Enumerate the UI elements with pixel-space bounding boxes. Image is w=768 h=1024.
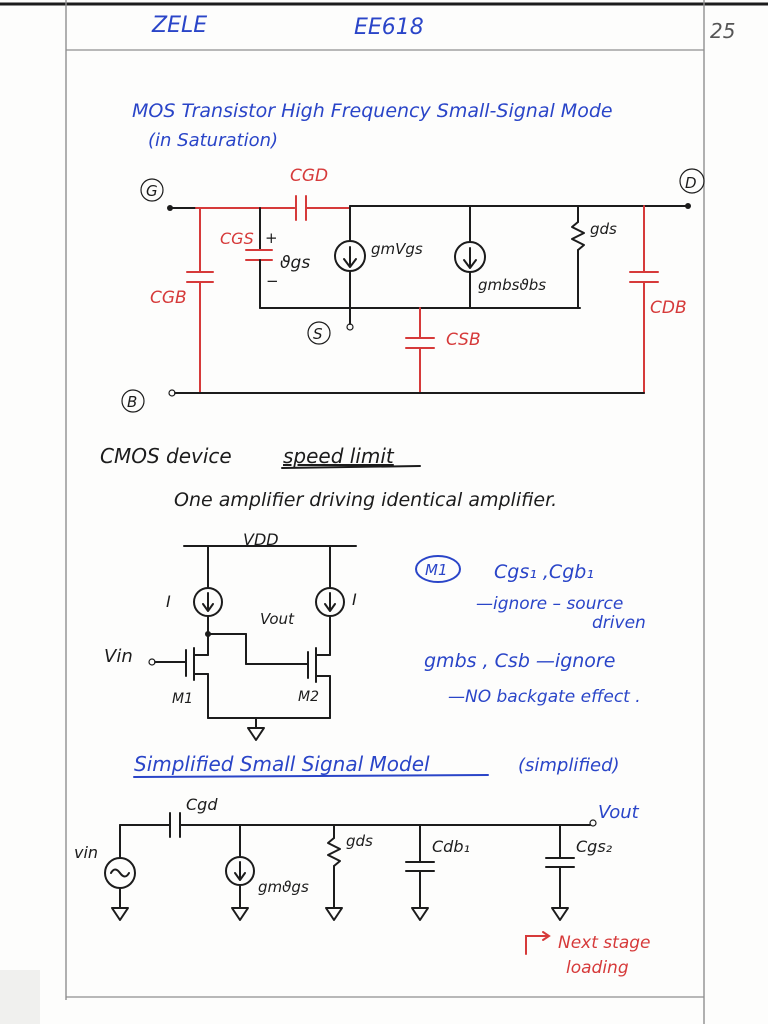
vout-small-label: Vout <box>598 802 640 823</box>
terminal-d-label: D <box>685 174 697 192</box>
terminal-b-label: B <box>127 393 137 411</box>
m1-badge-circle <box>415 555 461 583</box>
terminal-d-circle <box>679 168 705 194</box>
loading-label: loading <box>566 958 629 978</box>
next-stage-label: Next stage <box>558 933 651 953</box>
gm-vgs-label: gmVgs <box>371 240 423 258</box>
m1-label: M1 <box>172 691 193 707</box>
gm-vgs-small-label: gmϑgs <box>258 878 309 896</box>
vgs-label: ϑgs <box>280 253 310 273</box>
cgs-label: CGS <box>220 229 254 248</box>
terminal-s-label: S <box>313 325 323 343</box>
cgd-small-label: Cgd <box>186 795 218 814</box>
vin-label: Vin <box>104 646 133 667</box>
simplified-model-schematic: vin Cgd Vout gmϑgs gds Cdb₁ <box>74 795 640 921</box>
terminal-g-label: G <box>146 182 158 200</box>
section1-subtitle: (in Saturation) <box>148 130 278 151</box>
m2-label: M2 <box>298 689 319 705</box>
gmbs-vbs-label: gmbsϑbs <box>478 276 546 294</box>
simplified-model-title: Simplified Small Signal Model <box>134 752 430 776</box>
m1-caps-note: Cgs₁ ,Cgb₁ <box>494 561 594 583</box>
terminal-s-circle <box>307 321 331 345</box>
amp-subheading: One amplifier driving identical amplifie… <box>174 489 557 511</box>
header-course: EE618 <box>354 15 424 40</box>
terminal-b-circle <box>121 389 145 413</box>
vgs-plus: + <box>265 229 278 247</box>
terminal-g-circle <box>140 178 164 202</box>
gds-small-label: gds <box>346 832 373 850</box>
cdb-label: CDB <box>650 298 687 318</box>
speed-heading-underlined: speed limit <box>283 444 395 468</box>
page-number: 25 <box>710 19 735 43</box>
cmos-amplifier-schematic: VDD I I Vout Vin M1 <box>104 530 357 741</box>
vgs-minus: − <box>266 272 279 290</box>
ignore-note: —ignore – source <box>476 594 623 614</box>
csb-label: CSB <box>446 330 481 350</box>
vdd-label: VDD <box>243 530 279 549</box>
header-author: ZELE <box>151 13 207 38</box>
m1-badge-label: M1 <box>425 561 448 579</box>
left-current-label: I <box>166 592 171 611</box>
vout-label: Vout <box>260 610 295 628</box>
driven-note: driven <box>592 613 646 633</box>
section1-title: MOS Transistor High Frequency Small-Sign… <box>132 100 613 122</box>
cgb-label: CGB <box>150 288 187 308</box>
gmbs-note: gmbs , Csb —ignore <box>424 650 615 672</box>
mos-hf-model-schematic: G D S B CGD CGB CGS + − ϑgs <box>121 166 705 413</box>
cdb1-label: Cdb₁ <box>432 837 470 856</box>
simplified-note: (simplified) <box>518 755 620 776</box>
speed-heading-prefix: CMOS device <box>100 444 232 468</box>
next-stage-arrow <box>525 935 549 955</box>
right-current-label: I <box>352 590 357 609</box>
vin-small-label: vin <box>74 843 98 862</box>
gds-label: gds <box>590 220 617 238</box>
backgate-note: —NO backgate effect . <box>448 687 641 707</box>
cgd-label: CGD <box>290 166 328 186</box>
cgs2-label: Cgs₂ <box>576 837 613 856</box>
